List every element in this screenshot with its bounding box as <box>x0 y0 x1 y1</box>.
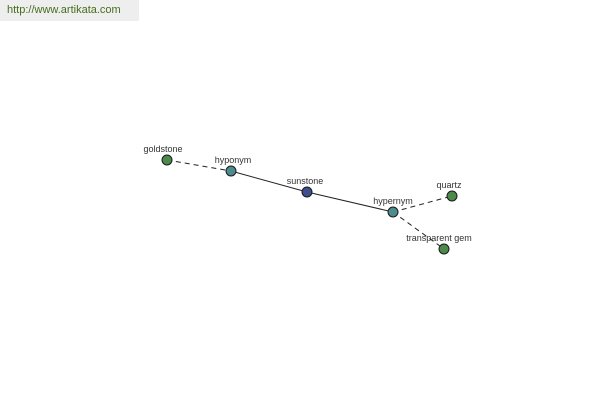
site-url-link[interactable]: http://www.artikata.com <box>0 0 139 21</box>
node-transparent-gem[interactable]: transparent gem <box>406 233 472 255</box>
edge-goldstone-hyponym <box>166 159 232 172</box>
edge-sunstone-hypernym <box>306 191 394 213</box>
edge-hyponym-sunstone <box>230 170 308 193</box>
node-label: sunstone <box>287 176 324 186</box>
node-layer: goldstone hyponym sunstone hypernym quartz tr… <box>143 144 472 255</box>
node-label: quartz <box>436 180 462 190</box>
node-quartz[interactable]: quartz <box>436 180 462 202</box>
node-label: transparent gem <box>406 233 472 243</box>
node-goldstone[interactable]: goldstone <box>143 144 183 166</box>
node-marker[interactable] <box>387 206 399 218</box>
node-marker[interactable] <box>161 154 173 166</box>
node-label: hypernym <box>373 196 413 206</box>
node-hypernym[interactable]: hypernym <box>373 196 413 218</box>
node-marker[interactable] <box>438 243 450 255</box>
edge-hypernym-transparent-gem <box>392 211 445 250</box>
node-label: hyponym <box>215 155 252 165</box>
node-marker[interactable] <box>446 190 458 202</box>
node-sunstone[interactable]: sunstone <box>287 176 324 198</box>
node-marker[interactable] <box>225 165 237 177</box>
node-hyponym[interactable]: hyponym <box>215 155 252 177</box>
node-label: goldstone <box>143 144 182 154</box>
node-marker[interactable] <box>301 186 313 198</box>
edge-layer <box>166 159 453 250</box>
edge-hypernym-quartz <box>392 195 453 213</box>
